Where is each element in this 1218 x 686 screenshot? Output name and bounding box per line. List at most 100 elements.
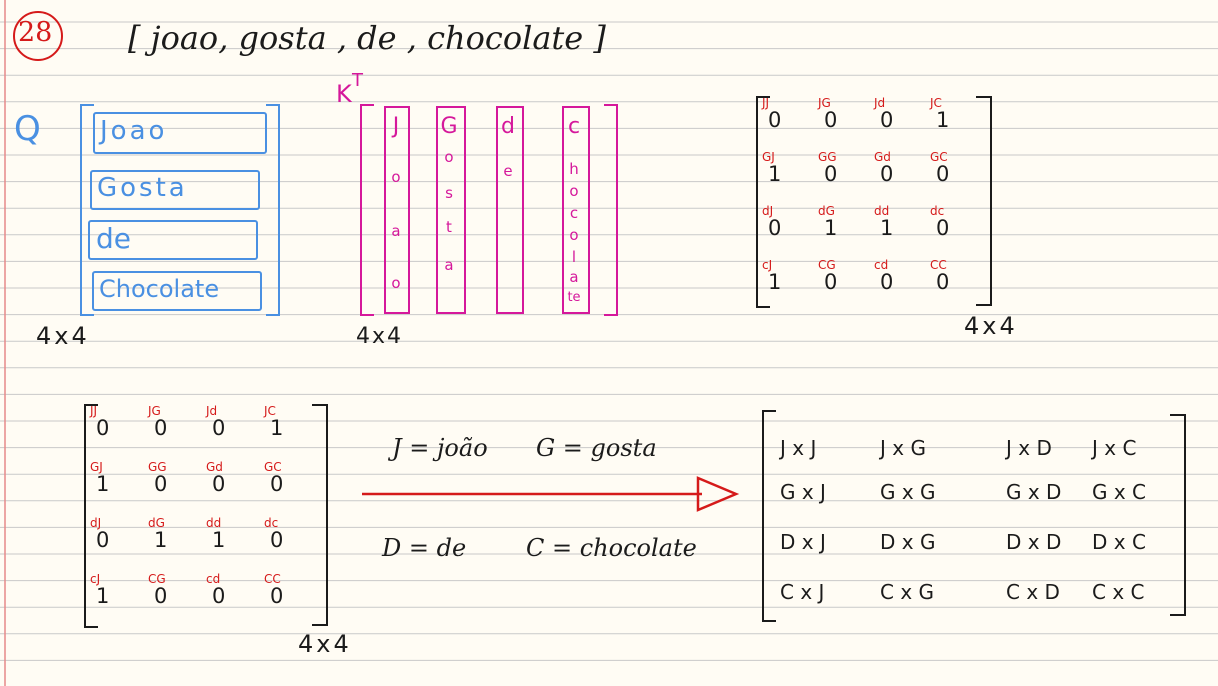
sentence-title: [ joao, gosta , de , chocolate ] xyxy=(128,19,606,57)
score-cell-label: dJ xyxy=(762,204,774,218)
score-cell-value: 1 xyxy=(212,528,226,552)
kt-column-head: G xyxy=(440,114,458,139)
kt-letter: o xyxy=(569,182,579,200)
product-cell: J x D xyxy=(1006,436,1052,460)
kt-label: K xyxy=(336,80,352,108)
score-cell-value: 0 xyxy=(824,162,838,186)
product-cell: G x D xyxy=(1006,480,1062,504)
score-cell-label: Jd xyxy=(206,404,218,418)
product-cell: D x D xyxy=(1006,530,1062,554)
score-cell-value: 1 xyxy=(936,108,950,132)
legend-j: J = joão xyxy=(392,434,488,462)
kt-letter: t xyxy=(446,218,452,236)
score-cell-value: 0 xyxy=(270,528,284,552)
kt-letter: h xyxy=(569,160,579,178)
score-cell-label: JC xyxy=(930,96,942,110)
score-cell-label: dc xyxy=(930,204,945,218)
product-cell: D x G xyxy=(880,530,936,554)
score-cell-label: GG xyxy=(148,460,167,474)
score-cell-value: 0 xyxy=(212,416,226,440)
q-row-label: Joao xyxy=(100,116,168,146)
kt-letter: o xyxy=(391,274,401,292)
score-cell-label: Gd xyxy=(874,150,891,164)
score-cell-value: 0 xyxy=(768,108,782,132)
score-cell-label: JG xyxy=(148,404,161,418)
kt-column-1 xyxy=(384,106,410,314)
slide-number-badge xyxy=(13,11,63,61)
score-cell-label: dd xyxy=(206,516,222,530)
product-left-bracket xyxy=(762,410,776,622)
score-cell-label: Jd xyxy=(874,96,886,110)
product-cell: C x G xyxy=(880,580,935,604)
q-dimension: 4x4 xyxy=(36,322,90,350)
kt-letter: o xyxy=(391,168,401,186)
score-cell-value: 1 xyxy=(154,528,168,552)
kt-letter: o xyxy=(569,226,579,244)
score-cell-value: 0 xyxy=(824,270,838,294)
q-right-bracket xyxy=(266,104,280,316)
score-top-left-bracket xyxy=(756,96,770,308)
score-cell-value: 1 xyxy=(768,270,782,294)
score-cell-value: 1 xyxy=(96,472,110,496)
kt-letter: a xyxy=(569,268,579,286)
kt-dimension: 4x4 xyxy=(356,324,404,349)
product-cell: G x G xyxy=(880,480,936,504)
q-row-label: Chocolate xyxy=(99,275,220,303)
score-cell-value: 0 xyxy=(880,162,894,186)
score-cell-value: 0 xyxy=(270,472,284,496)
score-cell-label: dJ xyxy=(90,516,102,530)
score-cell-label: Gd xyxy=(206,460,223,474)
product-cell: J x J xyxy=(780,436,817,460)
score-cell-label: cJ xyxy=(762,258,773,272)
product-cell: G x C xyxy=(1092,480,1147,504)
score-cell-label: JC xyxy=(264,404,276,418)
legend-g: G = gosta xyxy=(536,434,657,462)
q-row-1 xyxy=(93,112,267,154)
score-cell-value: 0 xyxy=(880,108,894,132)
score-cell-label: JJ xyxy=(90,404,98,418)
kt-column-2 xyxy=(436,106,466,314)
score-cell-value: 0 xyxy=(154,416,168,440)
product-cell: G x J xyxy=(780,480,826,504)
product-cell: J x G xyxy=(880,436,926,460)
q-left-bracket xyxy=(80,104,94,316)
q-row-label: Gosta xyxy=(97,173,188,203)
legend-d: D = de xyxy=(382,534,467,562)
score-cell-label: CG xyxy=(148,572,166,586)
q-row-3 xyxy=(88,220,258,260)
score-cell-value: 1 xyxy=(880,216,894,240)
kt-right-bracket xyxy=(604,104,618,316)
score-cell-value: 0 xyxy=(96,416,110,440)
score-cell-value: 0 xyxy=(936,216,950,240)
kt-letter: a xyxy=(444,256,454,274)
kt-letter: c xyxy=(569,204,579,222)
kt-column-head: d xyxy=(501,114,515,139)
score-cell-label: GJ xyxy=(762,150,775,164)
q-row-label: de xyxy=(96,222,131,255)
transform-arrow xyxy=(362,476,740,512)
score-cell-label: GJ xyxy=(90,460,103,474)
kt-letter: s xyxy=(445,184,453,202)
score-cell-label: GC xyxy=(930,150,948,164)
legend-c: C = chocolate xyxy=(526,534,697,562)
kt-column-3 xyxy=(496,106,524,314)
score-cell-label: dG xyxy=(148,516,165,530)
